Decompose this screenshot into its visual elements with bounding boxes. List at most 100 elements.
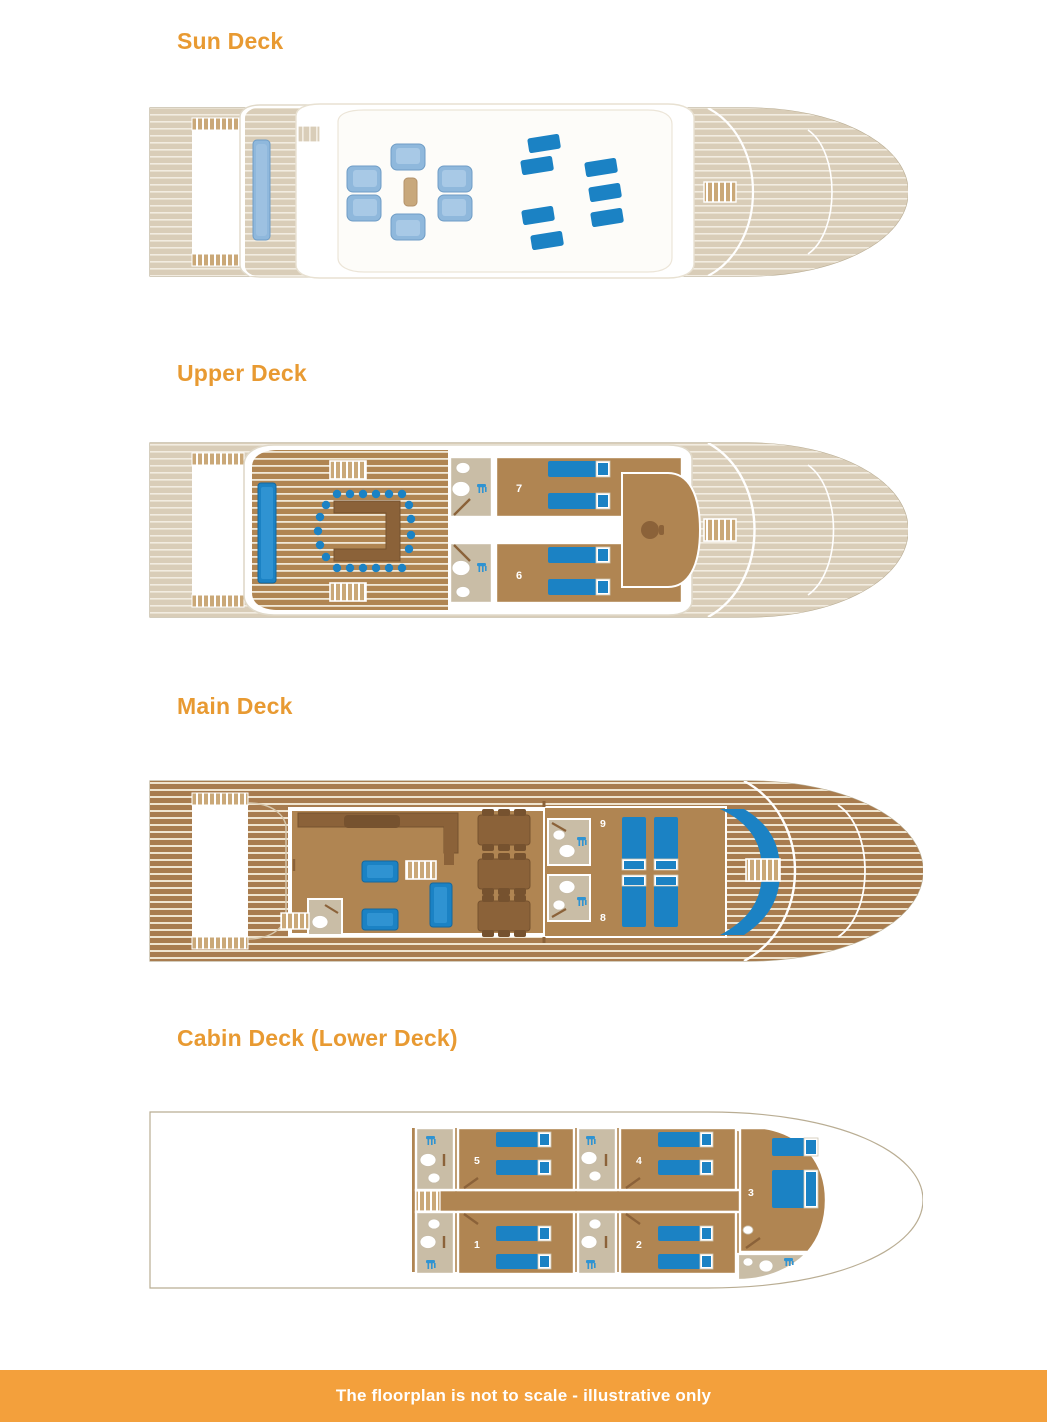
aft-stairs-top-upper xyxy=(191,452,245,466)
bar-stool xyxy=(371,489,381,499)
footer-banner: The floorplan is not to scale - illustra… xyxy=(0,1370,1047,1422)
bar-stool xyxy=(404,544,414,554)
dining-table xyxy=(477,895,531,937)
toilet-icon xyxy=(311,915,329,929)
sun-lounger xyxy=(527,133,561,154)
bar-stool xyxy=(358,563,368,573)
upper-stairs-starboard xyxy=(329,582,367,602)
deck-plan-main: 9 8 xyxy=(148,775,923,970)
bar-stool xyxy=(315,512,325,522)
sun-lounger xyxy=(521,205,555,226)
aft-stairs-bottom-upper xyxy=(191,594,245,608)
deck-section-main: Main Deck xyxy=(0,675,1047,1015)
bathroom-cabin-3 xyxy=(736,1252,809,1282)
sun-lounger-group xyxy=(520,133,624,251)
bed-twin xyxy=(621,874,647,927)
toilet-icon xyxy=(580,1151,598,1165)
sun-deck-sofa xyxy=(252,139,271,241)
toilet-icon xyxy=(758,1259,774,1273)
bed-twin xyxy=(653,874,679,927)
shower-icon xyxy=(426,1260,436,1269)
sun-lounger xyxy=(530,230,564,251)
sink-icon xyxy=(455,462,471,474)
bed-twin xyxy=(496,1225,552,1242)
deck-section-cabin: Cabin Deck (Lower Deck) xyxy=(0,1015,1047,1370)
armchair xyxy=(390,143,426,171)
door-swing xyxy=(551,908,567,918)
cabin-label-2: 2 xyxy=(636,1239,642,1251)
door-swing xyxy=(745,1237,761,1249)
helm-station xyxy=(641,521,659,539)
salon-armchair xyxy=(429,882,453,928)
aft-deck-curve xyxy=(247,802,287,940)
cabin-label-4: 4 xyxy=(636,1155,642,1167)
shower-icon xyxy=(477,484,487,493)
bar-stool xyxy=(397,489,407,499)
bathroom-cabin-2 xyxy=(576,1210,618,1276)
bathroom-cabin-7 xyxy=(448,455,494,519)
bar-stool xyxy=(315,540,325,550)
forward-stairs-sun xyxy=(703,181,737,203)
bed-twin xyxy=(548,492,611,510)
bathroom-cabin-5 xyxy=(414,1126,456,1192)
bed-twin xyxy=(658,1225,714,1242)
door-swing xyxy=(453,498,471,516)
cabin-label-6: 6 xyxy=(516,570,522,582)
cabin-5: 5 xyxy=(456,1126,576,1192)
sun-lounger xyxy=(520,155,554,176)
armchair xyxy=(346,165,382,193)
bed-twin xyxy=(496,1253,552,1270)
aft-stairs-bottom-main xyxy=(191,936,249,950)
bar-stool xyxy=(384,563,394,573)
bar-stool xyxy=(384,489,394,499)
corridor xyxy=(414,1188,790,1214)
bed-single xyxy=(772,1137,819,1157)
upper-stairs-port xyxy=(329,460,367,480)
bar-stool xyxy=(406,530,416,540)
cabin-1: 1 xyxy=(456,1210,576,1276)
salon-armchair xyxy=(361,908,399,931)
bathroom-cabin-4 xyxy=(576,1126,618,1192)
bathroom-aft-starboard xyxy=(742,1225,754,1235)
bed-twin xyxy=(548,546,611,564)
sun-lounger xyxy=(588,182,622,203)
bar-counter xyxy=(333,500,401,562)
shower-icon xyxy=(784,1258,794,1266)
deck-title-upper: Upper Deck xyxy=(177,360,307,386)
sink-icon xyxy=(455,586,471,598)
shower-icon xyxy=(586,1136,596,1145)
cabin-label-3: 3 xyxy=(748,1187,754,1199)
aft-open-area-upper xyxy=(192,463,244,597)
armchair xyxy=(390,213,426,241)
deck-plan-cabin: 5 xyxy=(148,1108,923,1293)
deck-plan-sun xyxy=(148,100,908,285)
bed-twin xyxy=(658,1159,714,1176)
bar-stool xyxy=(358,489,368,499)
sink-icon xyxy=(552,899,566,911)
aft-stairs-top xyxy=(191,117,243,131)
shower-icon xyxy=(477,563,487,572)
toilet-icon xyxy=(451,481,471,497)
bed-twin xyxy=(658,1253,714,1270)
sun-deck-seating-group xyxy=(346,143,473,241)
door-swing xyxy=(463,1213,479,1225)
sofa-cushion xyxy=(344,815,400,828)
bar-stool xyxy=(345,489,355,499)
sink-icon xyxy=(742,1225,754,1235)
aft-open-area-main xyxy=(192,803,248,939)
bar-stool xyxy=(397,563,407,573)
toilet-icon xyxy=(580,1235,598,1249)
footer-note: The floorplan is not to scale - illustra… xyxy=(335,1386,712,1405)
bar-stool xyxy=(313,526,323,536)
bar-stool xyxy=(371,563,381,573)
door-swing xyxy=(324,904,339,914)
upper-deck-sofa xyxy=(257,482,277,584)
door-swing xyxy=(453,544,471,562)
deck-section-upper: Upper Deck xyxy=(0,340,1047,675)
deck-title-cabin: Cabin Deck (Lower Deck) xyxy=(177,1025,458,1051)
bathroom-cabin-9 xyxy=(547,818,591,866)
salon-armchair xyxy=(361,860,399,883)
bar-stool xyxy=(332,489,342,499)
deck-plan-upper: 7 xyxy=(148,437,908,627)
salon-aft-stairs xyxy=(280,912,310,930)
